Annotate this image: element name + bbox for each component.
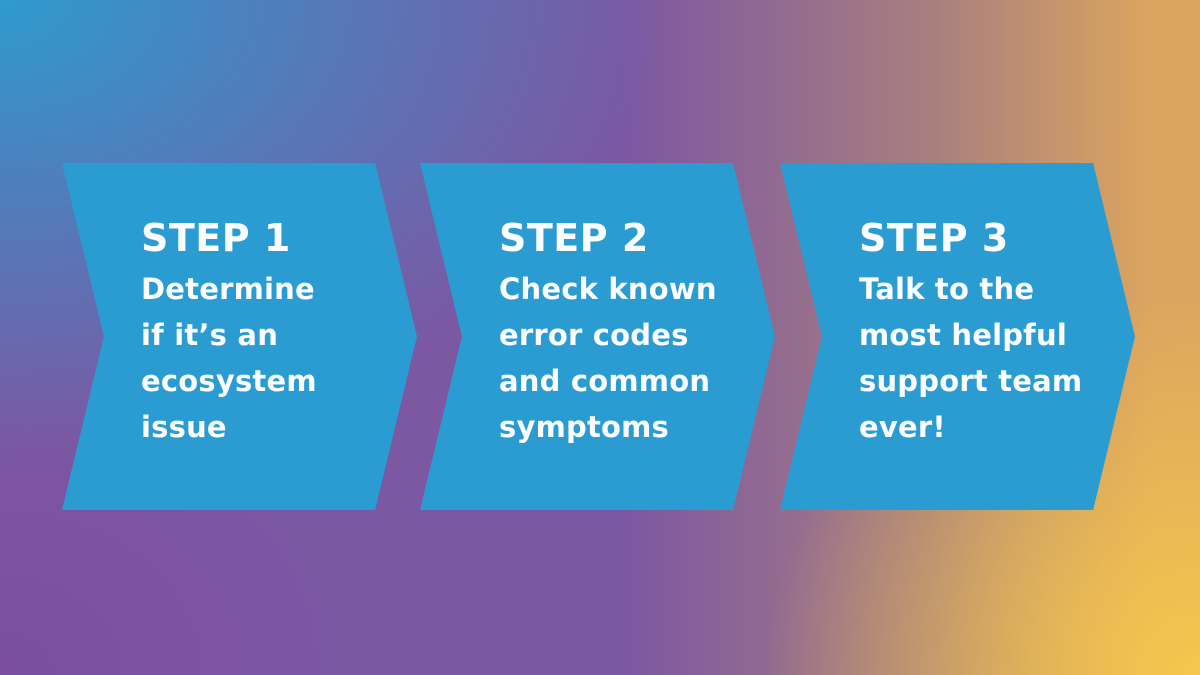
step-1-chevron: STEP 1 Determine if it’s an ecosystem is… (62, 163, 417, 510)
step-3-title: STEP 3 (859, 216, 1009, 260)
step-2-chevron: STEP 2 Check known error codes and commo… (420, 163, 775, 510)
step-1-title: STEP 1 (141, 216, 291, 260)
step-2-description: Check known error codes and common sympt… (499, 272, 717, 444)
step-3-description: Talk to the most helpful support team ev… (859, 272, 1083, 444)
step-3-chevron: STEP 3 Talk to the most helpful support … (780, 163, 1135, 510)
step-2-title: STEP 2 (499, 216, 649, 260)
step-1-description: Determine if it’s an ecosystem issue (141, 272, 317, 444)
